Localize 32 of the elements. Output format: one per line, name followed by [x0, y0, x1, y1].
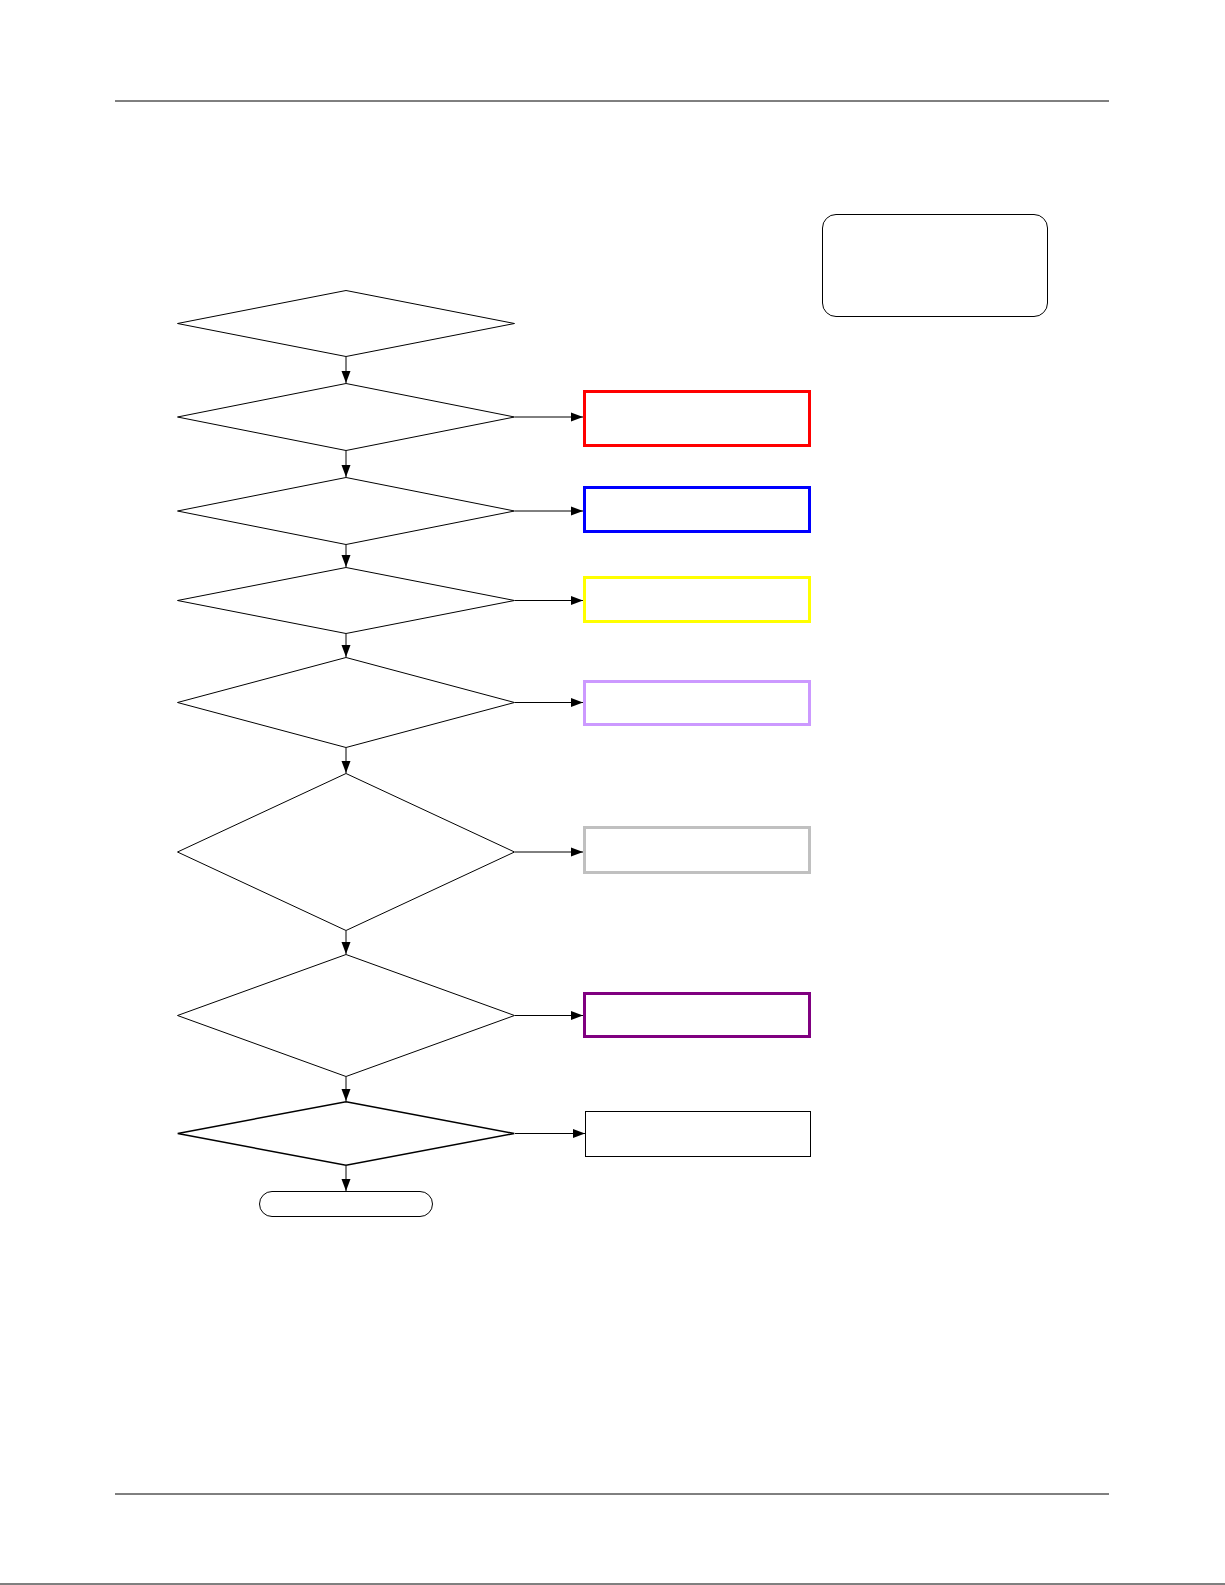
arrow — [341, 1165, 351, 1192]
arrow — [341, 356, 351, 384]
decision-diamond — [177, 567, 515, 634]
process-box — [583, 486, 811, 533]
process-box — [585, 1111, 811, 1157]
arrow — [341, 930, 351, 955]
arrow — [341, 633, 351, 658]
process-box — [583, 826, 811, 874]
process-box — [583, 992, 811, 1038]
arrow — [514, 596, 584, 605]
arrow — [514, 847, 584, 857]
terminator-shape — [259, 1191, 433, 1217]
decision-diamond — [177, 290, 515, 357]
arrow — [514, 506, 584, 516]
arrow — [514, 1011, 584, 1020]
arrow — [514, 698, 584, 707]
process-box — [583, 680, 811, 726]
decision-diamond — [177, 773, 515, 931]
decision-diamond — [177, 477, 515, 545]
decision-diamond — [177, 383, 515, 451]
arrow — [514, 412, 584, 422]
process-box — [583, 390, 811, 447]
arrow — [514, 1129, 586, 1138]
arrow — [341, 747, 351, 774]
arrow — [341, 1076, 351, 1102]
note-box — [822, 214, 1048, 317]
decision-diamond — [177, 1101, 515, 1166]
arrow — [341, 450, 351, 478]
process-box — [583, 576, 811, 623]
decision-diamond — [177, 954, 515, 1077]
decision-diamond — [177, 657, 515, 748]
arrow — [341, 544, 351, 568]
